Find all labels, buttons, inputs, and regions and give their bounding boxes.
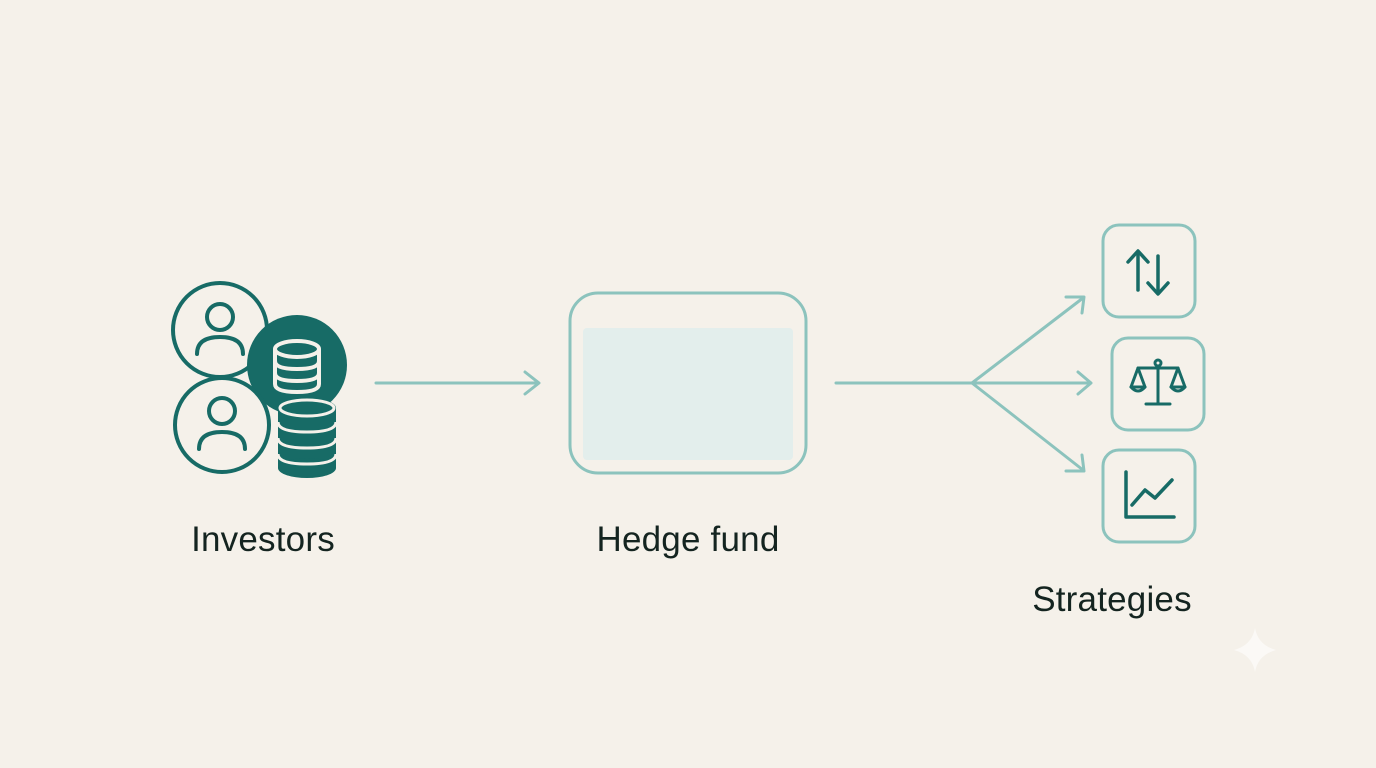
fund-box: [568, 291, 808, 475]
balance-scale-icon: [1110, 336, 1206, 432]
arrow-investors-to-fund: [374, 370, 541, 396]
line-chart-icon: [1101, 448, 1197, 544]
coin-stack-icon: [276, 398, 338, 478]
arrow-fund-to-strategies: [834, 295, 1093, 473]
strategies-label: Strategies: [1032, 580, 1192, 619]
hedge-fund-label: Hedge fund: [596, 520, 780, 559]
up-down-arrows-icon: [1101, 223, 1197, 319]
investors-label: Investors: [191, 520, 335, 559]
person-icon: [173, 376, 271, 474]
investors-coins-icon: [171, 281, 347, 478]
coin-stack-icon: [247, 315, 347, 415]
sparkle-icon: [1234, 628, 1276, 672]
